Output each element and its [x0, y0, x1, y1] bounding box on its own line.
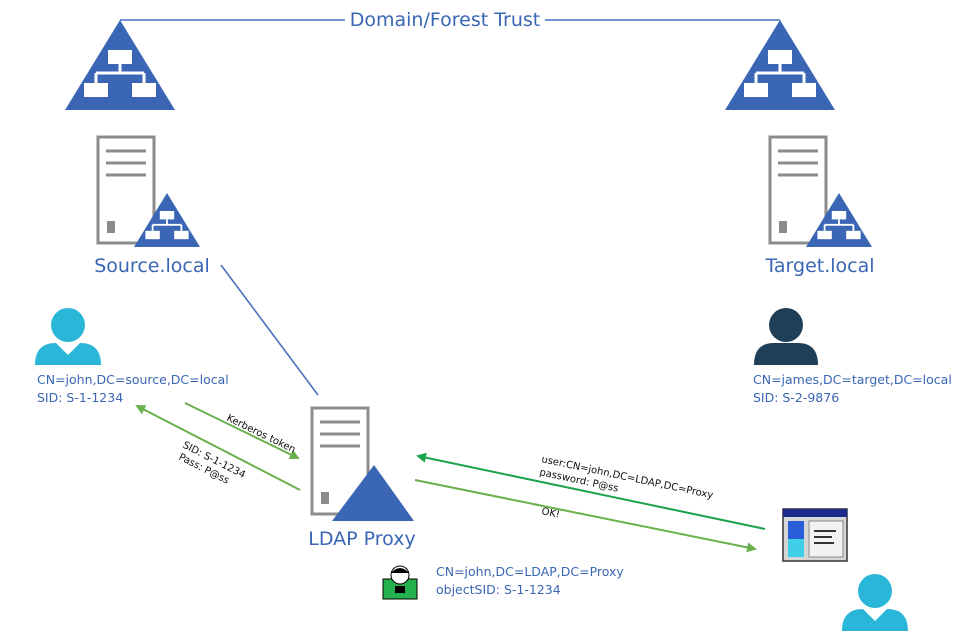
kerberos-arrow	[184, 402, 300, 459]
domain-icon	[63, 18, 177, 112]
user-icon	[842, 574, 908, 631]
domain-icon	[332, 465, 414, 521]
server-icon	[96, 135, 156, 245]
bind-request-arrow	[416, 452, 766, 530]
ok-response-arrow	[414, 479, 757, 553]
source-domain-label: Source.local	[94, 255, 210, 277]
proxy-label: LDAP Proxy	[308, 528, 415, 550]
domain-icon	[723, 18, 837, 112]
source-proxy-link	[220, 264, 319, 396]
kerberos-label: Kerberos token	[225, 413, 297, 456]
trust-label: Domain/Forest Trust	[350, 9, 541, 31]
target-user-sid: SID: S-2-9876	[753, 390, 839, 405]
proxy-user-cn: CN=john,DC=LDAP,DC=Proxy	[436, 564, 624, 579]
target-domain-label: Target.local	[764, 255, 874, 277]
sid-return-arrow	[135, 405, 301, 491]
proxy-user-sid: objectSID: S-1-1234	[436, 582, 561, 597]
local-user-icon	[382, 565, 418, 600]
user-icon	[754, 308, 818, 365]
ldap-client-window-icon	[782, 508, 848, 562]
ok-label: OK!	[540, 506, 560, 521]
source-user-sid: SID: S-1-1234	[37, 390, 123, 405]
target-user-cn: CN=james,DC=target,DC=local	[753, 372, 952, 387]
user-icon	[35, 308, 101, 365]
source-user-cn: CN=john,DC=source,DC=local	[37, 372, 229, 387]
server-icon	[768, 135, 828, 245]
